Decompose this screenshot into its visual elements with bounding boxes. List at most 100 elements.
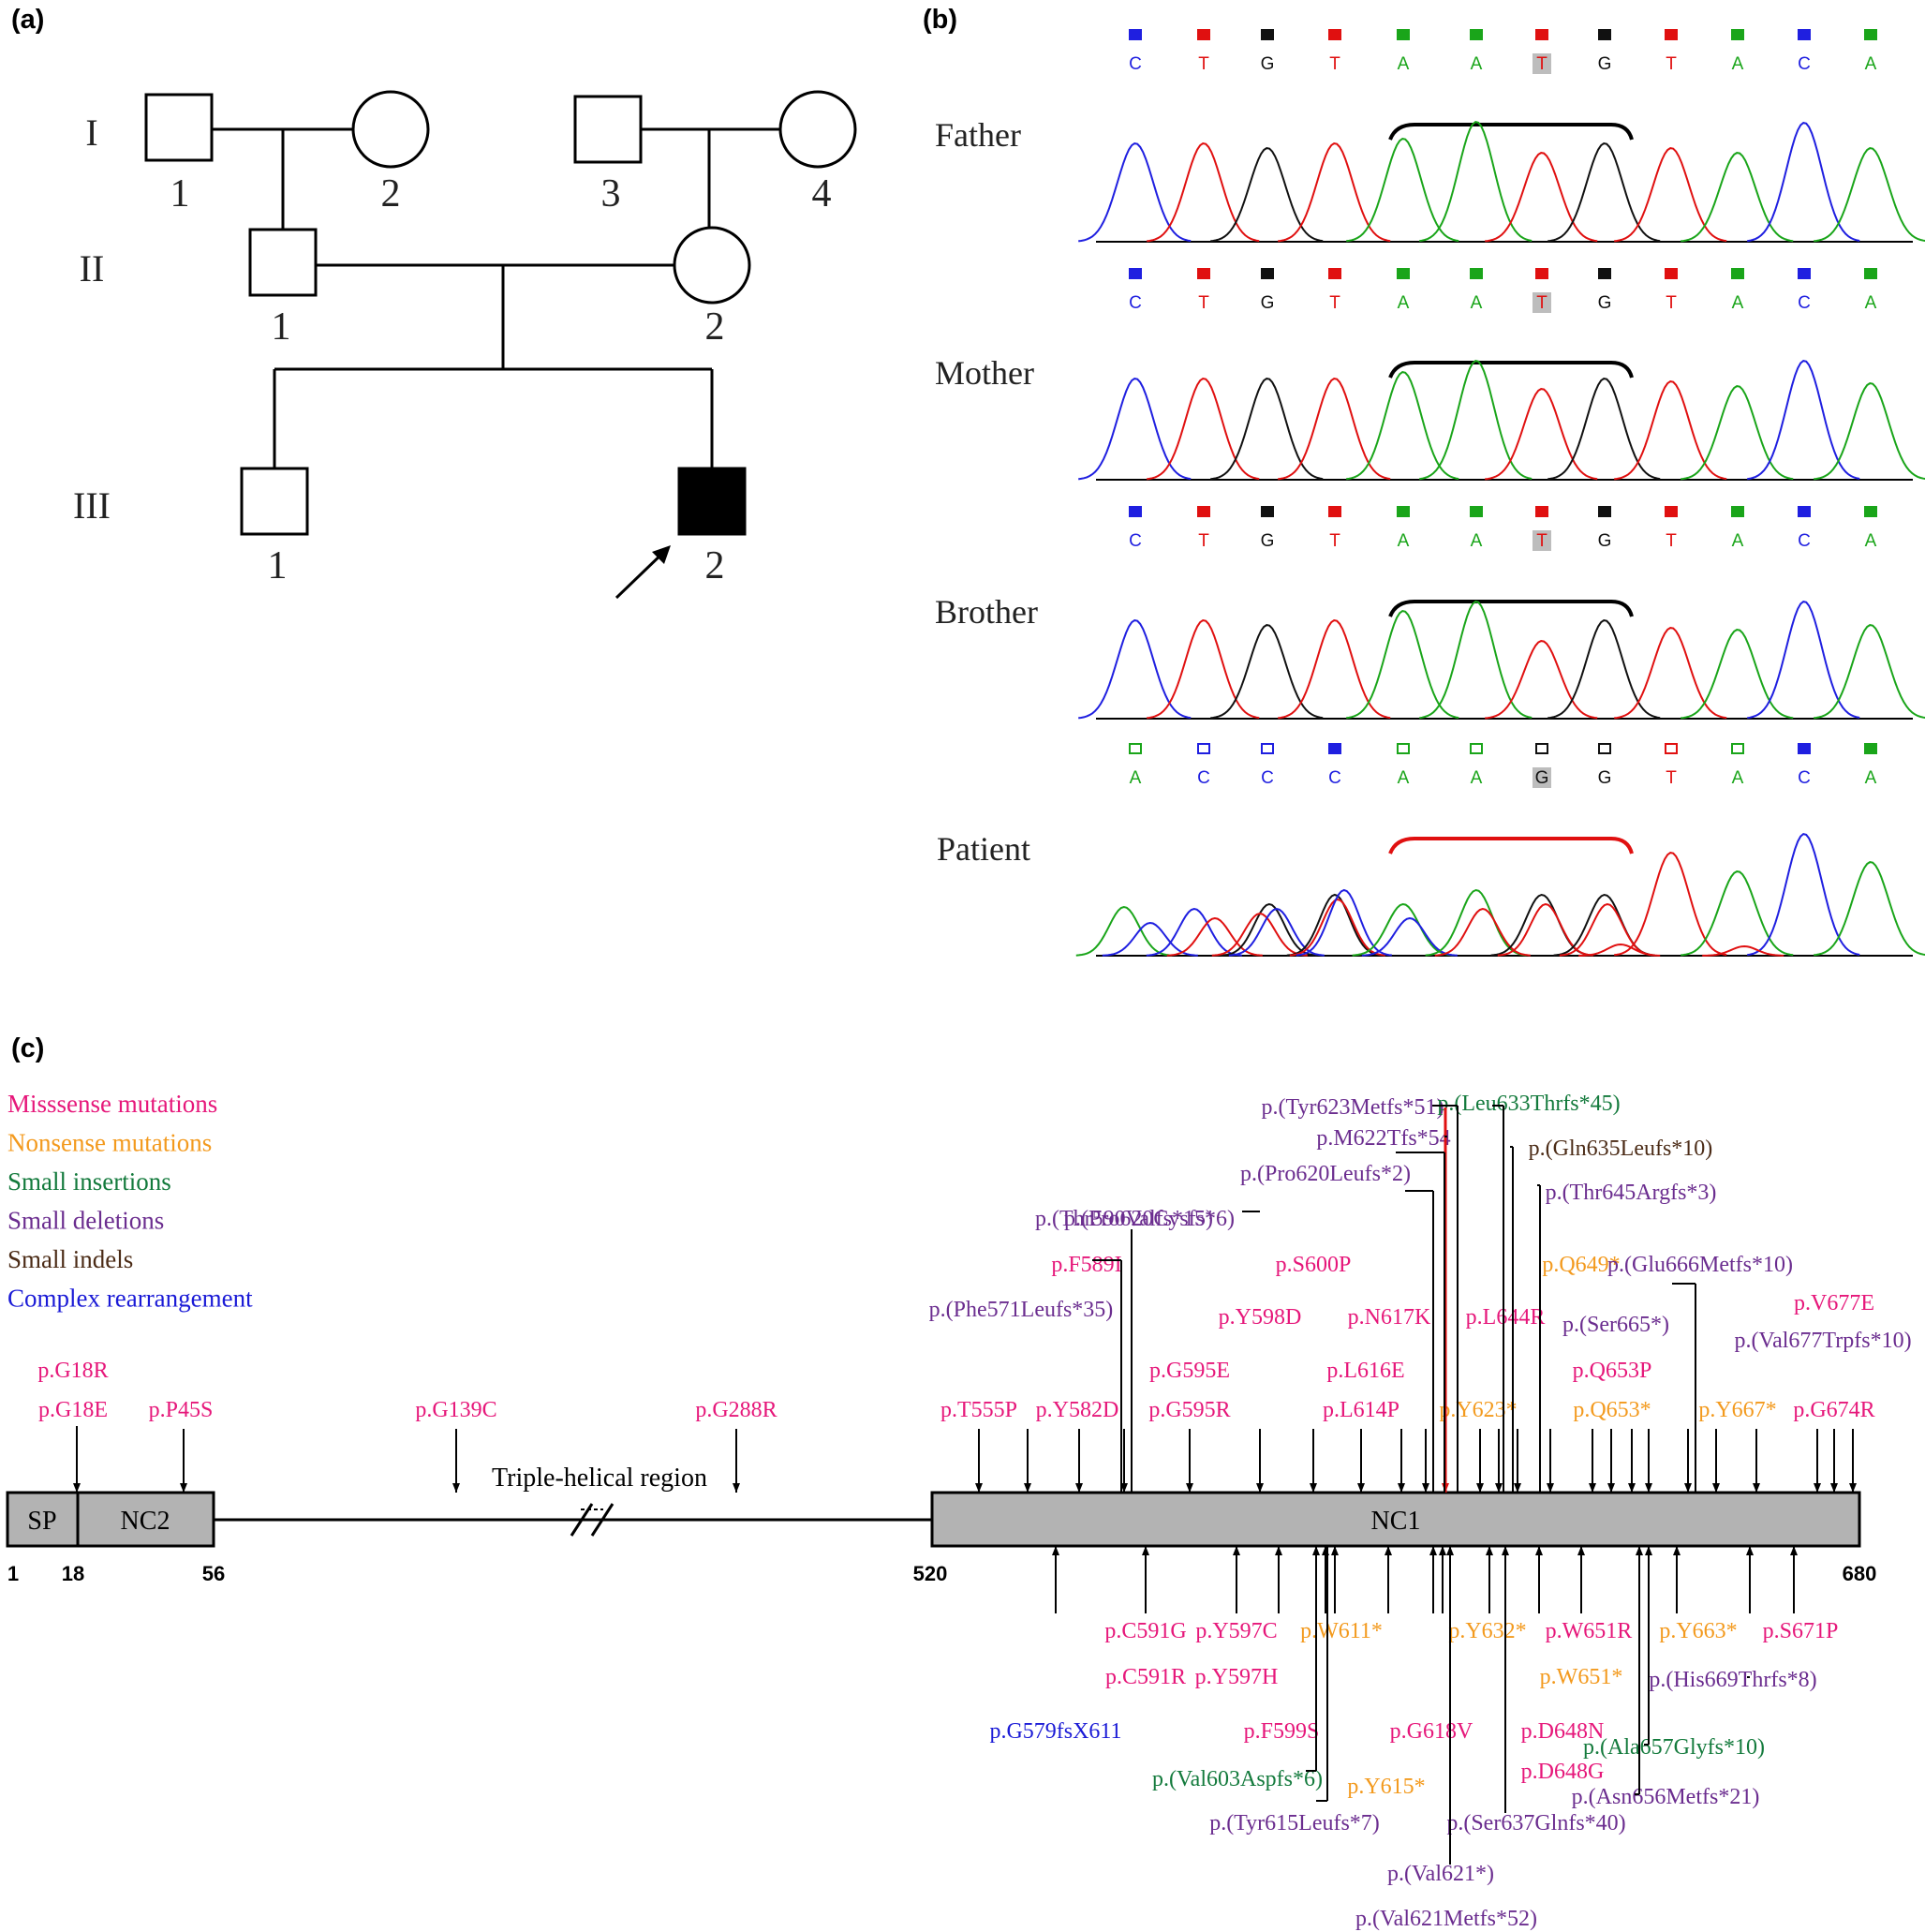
mutation-arrow-head: [1673, 1546, 1681, 1555]
mutation-label: p.D648N: [1521, 1719, 1605, 1744]
base-call-letter: A: [1732, 54, 1744, 74]
base-call-letter: G: [1261, 54, 1275, 74]
mutation-label: p.Y632*: [1448, 1619, 1526, 1643]
mutation-label: p.Y598D: [1219, 1305, 1302, 1330]
chromatogram-peak: [1419, 360, 1533, 481]
base-marker: [1397, 506, 1410, 517]
member-number-I-4: 4: [812, 172, 832, 215]
base-call-letter: A: [1398, 531, 1410, 551]
base-marker: [1470, 506, 1483, 517]
base-marker: [1470, 268, 1483, 279]
base-call-letter: T: [1536, 293, 1547, 313]
base-marker: [1598, 29, 1611, 40]
domain-label-sp: SP: [27, 1507, 56, 1536]
pedigree-member-I-4: [778, 90, 857, 169]
chromatogram-peak: [1078, 142, 1192, 243]
mutation-arrow-head: [1753, 1483, 1760, 1493]
mutation-label: p.Y597H: [1195, 1665, 1279, 1689]
mutation-arrow-head: [1142, 1546, 1149, 1555]
base-call-letter: C: [1328, 768, 1341, 788]
mutation-region-bracket: [1388, 361, 1634, 379]
chromatogram-peak: [1228, 907, 1325, 957]
panel-c-label: (c): [11, 1033, 44, 1063]
mutation-arrow-head: [1577, 1546, 1585, 1555]
chromatogram-peak: [1681, 629, 1794, 720]
base-marker: [1798, 506, 1811, 517]
mutation-label: p.(Ser637Glnfs*40): [1446, 1811, 1625, 1835]
break-slash-2: [590, 1503, 615, 1537]
base-call-letter: G: [1535, 768, 1549, 788]
mutation-arrow-head: [1357, 1483, 1365, 1493]
domain-nc2: [76, 1491, 215, 1548]
mutation-arrow-head: [1628, 1483, 1636, 1493]
mutation-arrow-head: [1814, 1483, 1821, 1493]
base-call-letter: T: [1536, 54, 1547, 74]
base-marker: [1535, 743, 1548, 754]
base-call-letter: C: [1261, 768, 1274, 788]
track-label-father: Father: [935, 116, 1021, 154]
base-call-letter: A: [1398, 54, 1410, 74]
mutation-label: p.Y615*: [1347, 1775, 1425, 1799]
chromatogram-peak: [1681, 385, 1794, 481]
base-call-letter: A: [1732, 531, 1744, 551]
mutation-arrow-head: [1849, 1483, 1857, 1493]
base-call-letter: A: [1471, 531, 1483, 551]
mutation-label: p.C591G: [1104, 1619, 1186, 1643]
track-label-mother: Mother: [935, 354, 1034, 392]
chromatogram-peak: [1814, 861, 1925, 957]
chromatogram-peak: [1702, 944, 1784, 957]
chromatogram-peak: [1166, 916, 1263, 957]
base-call-letter: G: [1261, 293, 1275, 313]
base-marker: [1197, 743, 1210, 754]
mutation-label: p.V677E: [1794, 1291, 1874, 1315]
mutation-label: p.Y663*: [1659, 1619, 1737, 1643]
chromatogram-peak: [1078, 378, 1192, 481]
chromatogram-peak: [1147, 378, 1260, 481]
chromatogram-peak: [1578, 943, 1661, 957]
mutation-label: p.L614P: [1323, 1398, 1399, 1422]
mutation-arrow-head: [180, 1483, 187, 1493]
base-call-letter: G: [1598, 54, 1612, 74]
base-call-letter: T: [1198, 54, 1209, 74]
base-call-letter: T: [1666, 531, 1677, 551]
chromatogram-peak: [1278, 378, 1391, 481]
chromatogram-peak: [1553, 893, 1655, 957]
member-number-II-1: 1: [272, 305, 291, 349]
chromatogram-peak: [1211, 912, 1308, 957]
chromatogram-peak: [1485, 388, 1598, 481]
mutation-label: p.Q653*: [1573, 1398, 1651, 1422]
base-call-letter: T: [1329, 54, 1340, 74]
base-call-letter: C: [1798, 531, 1811, 551]
pedigree-member-III-2-affected: [677, 467, 747, 536]
chromatogram-peak: [1346, 138, 1459, 243]
base-marker: [1665, 29, 1678, 40]
mutation-label: p.(Asn656Metfs*21): [1572, 1785, 1760, 1809]
highlighted-base-box: [1533, 53, 1551, 74]
mutation-arrow-head: [1684, 1483, 1692, 1493]
mutation-label: p.G618V: [1390, 1719, 1473, 1744]
chromatogram-peak: [1286, 893, 1383, 957]
base-marker: [1470, 743, 1483, 754]
position-1: 1: [7, 1562, 19, 1585]
chromatogram-peak: [1747, 601, 1860, 720]
chromatogram-peak: [1814, 382, 1925, 481]
mutation-arrow-head: [1607, 1483, 1615, 1493]
mutation-label: p.C591R: [1105, 1665, 1186, 1689]
mutation-arrow-head: [1535, 1546, 1543, 1555]
pedigree-member-II-1: [248, 228, 318, 297]
mutation-arrow-head: [452, 1483, 460, 1493]
legend-entry: Small insertions: [7, 1167, 171, 1196]
base-marker: [1197, 268, 1210, 279]
mutation-arrow-head: [1439, 1546, 1446, 1555]
track-label-brother: Brother: [935, 593, 1038, 631]
base-marker: [1397, 743, 1410, 754]
base-call-letter: A: [1865, 293, 1877, 313]
highlighted-base-box: [1533, 292, 1551, 313]
base-marker: [1129, 268, 1142, 279]
member-number-I-3: 3: [601, 172, 621, 215]
pedigree-member-I-1: [144, 93, 214, 162]
